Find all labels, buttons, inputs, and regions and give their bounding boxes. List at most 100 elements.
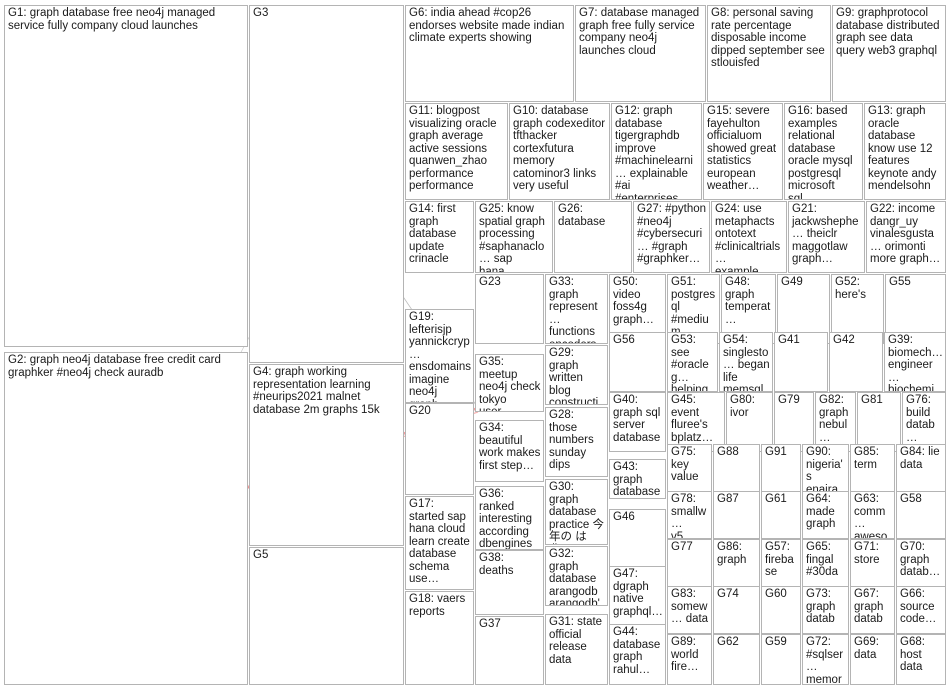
group-title: G60 — [765, 588, 798, 601]
group-panel-g12: G12: graph database tigergraphdb improve… — [611, 103, 702, 200]
group-title: G23 — [479, 276, 541, 289]
group-title: G17: started sap hana cloud learn create… — [409, 498, 471, 586]
group-panel-g9: G9: graphprotocol database distributed g… — [832, 5, 946, 102]
group-panel-g39: G39: biomech… engineer… biochemi… — [884, 332, 946, 392]
group-title: G15: severe fayehulton officialuom showe… — [707, 105, 780, 193]
group-title: G91 — [765, 446, 798, 459]
group-title: G29: graph written blog constructi… know… — [549, 347, 605, 405]
group-panel-g53: G53: see #oracleg… helping organiza… — [667, 332, 718, 392]
group-panel-g46: G46 — [609, 509, 666, 569]
group-title: G41 — [778, 334, 825, 347]
group-panel-g91: G91 — [761, 444, 801, 494]
group-panel-g30: G30: graph database practice 今年の は豊… — [545, 479, 608, 545]
group-panel-g21: G21: jackwshephe… theiclr maggotlaw grap… — [788, 201, 865, 273]
group-title: G77 — [671, 541, 709, 554]
group-title: G79 — [778, 394, 811, 407]
group-panel-g69: G69: data — [850, 634, 895, 685]
group-panel-g64: G64: made graph… — [802, 491, 849, 539]
group-panel-g3: G3 — [249, 5, 404, 363]
group-title: G86: graph — [717, 541, 757, 566]
group-panel-g16: G16: based examples relational database … — [784, 103, 863, 200]
group-title: G75: key value — [671, 446, 709, 484]
group-panel-g6: G6: india ahead #cop26 endorses website … — [405, 5, 574, 102]
group-panel-g83: G83: somew… data — [667, 586, 712, 634]
group-panel-g4: G4: graph working representation learnin… — [249, 364, 404, 546]
group-title: G32: graph database arangodb arangodb's … — [549, 548, 605, 606]
group-panel-g73: G73: graph datab… — [802, 586, 849, 634]
group-title: G53: see #oracleg… helping organiza… — [671, 334, 715, 392]
group-title: G11: blogpost visualizing oracle graph a… — [409, 105, 505, 193]
group-panel-g1: G1: graph database free neo4j managed se… — [4, 5, 248, 347]
group-title: G30: graph database practice 今年の は豊… — [549, 481, 605, 545]
group-panel-g22: G22: income dangr_uy vinalesgusta… orimo… — [866, 201, 946, 273]
group-panel-g57: G57: firebase — [761, 539, 801, 587]
group-panel-g85: G85: term — [850, 444, 895, 494]
group-panel-g72: G72: #sqlser… memor… — [802, 634, 849, 685]
group-panel-g65: G65: fingal #30da… — [802, 539, 849, 587]
group-title: G21: jackwshephe… theiclr maggotlaw grap… — [792, 203, 862, 266]
group-panel-g29: G29: graph written blog constructi… know… — [545, 345, 608, 405]
group-title: G63: comm… aweso… — [854, 493, 892, 539]
group-title: G80: ivor — [730, 394, 770, 419]
group-title: G57: firebase — [765, 541, 798, 579]
group-panel-g86: G86: graph — [713, 539, 760, 587]
group-title: G83: somew… data — [671, 588, 709, 626]
group-title: G47: dgraph native graphql… — [613, 568, 663, 618]
group-title: G5 — [253, 549, 401, 562]
group-title: G19: lefterisjp yannickcryp… ensdomains … — [409, 311, 471, 403]
group-title: G74 — [717, 588, 757, 601]
group-panel-g11: G11: blogpost visualizing oracle graph a… — [405, 103, 508, 200]
group-title: G82: graph nebul… — [819, 394, 853, 444]
group-title: G90: nigeria's enaira… — [806, 446, 846, 494]
group-panel-g2: G2: graph neo4j database free credit car… — [4, 352, 248, 685]
group-panel-g10: G10: database graph codexeditor tfthacke… — [509, 103, 610, 200]
group-title: G39: biomech… engineer… biochemi… — [888, 334, 943, 392]
group-title: G81 — [861, 394, 898, 407]
group-title: G18: vaers reports — [409, 593, 471, 618]
group-panel-g90: G90: nigeria's enaira… — [802, 444, 849, 494]
group-panel-g43: G43: graph database — [609, 459, 666, 499]
group-panel-g36: G36: ranked interesting according dbengi… — [475, 486, 544, 550]
group-title: G72: #sqlser… memor… — [806, 636, 846, 685]
group-panel-g24: G24: use metaphacts ontotext #clinicaltr… — [711, 201, 787, 273]
group-title: G37 — [479, 618, 541, 631]
group-title: G88 — [717, 446, 757, 459]
group-title: G78: smallw… v5… — [671, 493, 709, 539]
group-title: G2: graph neo4j database free credit car… — [8, 354, 245, 379]
group-title: G61 — [765, 493, 798, 506]
group-title: G64: made graph… — [806, 493, 846, 539]
group-panel-g19: G19: lefterisjp yannickcryp… ensdomains … — [405, 309, 474, 403]
group-title: G89: world fire… — [671, 636, 709, 674]
group-title: G44: database graph rahul… — [613, 626, 663, 676]
group-title: G62 — [717, 636, 757, 649]
group-title: G59 — [765, 636, 798, 649]
group-title: G35: meetup neo4j check tokyo user… — [479, 356, 541, 412]
group-title: G43: graph database — [613, 461, 663, 499]
group-title: G40: graph sql server database — [613, 394, 663, 444]
group-title: G24: use metaphacts ontotext #clinicaltr… — [715, 203, 784, 273]
group-title: G3 — [253, 7, 401, 20]
group-title: G42 — [833, 334, 880, 347]
group-panel-g23: G23 — [475, 274, 544, 344]
group-panel-g63: G63: comm… aweso… — [850, 491, 895, 539]
group-title: G56 — [613, 334, 663, 347]
group-title: G20 — [409, 405, 471, 418]
group-panel-g60: G60 — [761, 586, 801, 634]
group-panel-g34: G34: beautiful work makes first step… — [475, 420, 544, 482]
group-title: G36: ranked interesting according dbengi… — [479, 488, 541, 550]
group-title: G27: #python #neo4j #cybersecuri… #graph… — [637, 203, 707, 266]
group-title: G52: here's — [835, 276, 881, 301]
group-panel-g89: G89: world fire… — [667, 634, 712, 685]
group-panel-g33: G33: graph represent… functions encoders… — [545, 274, 608, 344]
group-panel-g13: G13: graph oracle database know use 12 f… — [864, 103, 946, 200]
group-title: G55 — [889, 276, 943, 289]
group-title: G68: host data — [900, 636, 943, 674]
group-title: G26: database — [558, 203, 629, 228]
group-title: G13: graph oracle database know use 12 f… — [868, 105, 943, 193]
group-panel-g18: G18: vaers reports — [405, 591, 474, 685]
group-panel-g7: G7: database managed graph free fully se… — [575, 5, 706, 102]
group-panel-g59: G59 — [761, 634, 801, 685]
group-title: G9: graphprotocol database distributed g… — [836, 7, 943, 57]
group-panel-g20: G20 — [405, 403, 474, 495]
